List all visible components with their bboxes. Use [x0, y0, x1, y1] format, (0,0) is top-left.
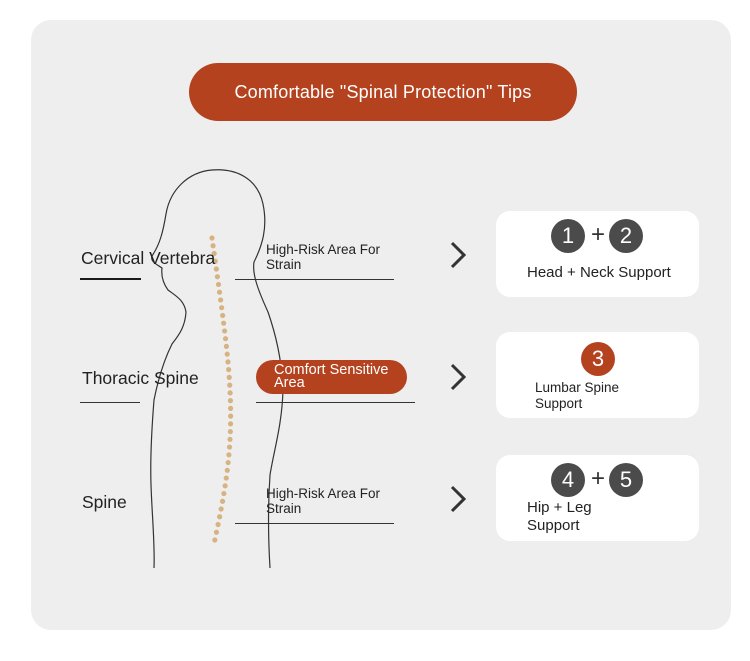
step-badge-2: 2: [609, 219, 643, 253]
note-line-lower: [235, 523, 394, 524]
chevron-right-icon: [450, 241, 467, 269]
step-badge-5: 5: [609, 463, 643, 497]
vertebra-dot: [227, 405, 234, 411]
vertebra-dot: [227, 436, 233, 442]
vertebra-dot: [228, 413, 234, 419]
vertebra-dot: [227, 421, 234, 427]
underline-thoracic: [80, 402, 140, 403]
note-high-risk-lower: High-Risk Area For Strain: [266, 486, 381, 516]
vertebra-dot: [216, 289, 223, 295]
vertebra-dot: [222, 328, 228, 334]
vertebra-dot: [213, 266, 219, 272]
label-thoracic-spine: Thoracic Spine: [82, 368, 199, 388]
vertebra-dot: [219, 498, 226, 504]
note-line-middle: [256, 402, 415, 403]
page-title: Comfortable "Spinal Protection" Tips: [234, 81, 532, 102]
vertebra-dot: [212, 258, 218, 264]
body-front-outline: [150, 169, 213, 569]
vertebra-dot: [223, 475, 229, 481]
vertebra-dot: [213, 529, 220, 535]
spine-vertebrae: [209, 235, 234, 543]
vertebra-dot: [220, 312, 226, 319]
comfort-sensitive-badge: Comfort Sensitive Area: [256, 360, 407, 394]
underline-cervical: [80, 278, 141, 280]
vertebra-dot: [218, 297, 224, 303]
title-banner: Comfortable "Spinal Protection" Tips: [189, 63, 577, 121]
vertebra-dot: [221, 320, 227, 326]
vertebra-dot: [215, 521, 221, 528]
vertebra-dot: [224, 467, 230, 473]
vertebra-dot: [215, 281, 222, 288]
vertebra-dot: [226, 367, 232, 373]
vertebra-dot: [224, 351, 230, 357]
vertebra-dot: [221, 490, 227, 497]
card-text-head-neck: Head + Neck Support: [527, 264, 671, 281]
label-cervical-vertebra: Cervical Vertebra: [81, 248, 216, 268]
vertebra-dot: [212, 537, 218, 543]
vertebra-dot: [218, 506, 224, 512]
note-high-risk-upper: High-Risk Area For Strain: [266, 242, 381, 272]
plus-sign: +: [591, 221, 606, 248]
vertebra-dot: [219, 305, 225, 311]
support-card-lumbar: 3 Lumbar Spine Support: [496, 332, 699, 418]
vertebra-dot: [225, 359, 231, 365]
vertebra-dot: [226, 444, 233, 450]
vertebra-dot: [226, 374, 232, 380]
body-back-outline: [211, 169, 284, 569]
vertebra-dot: [217, 514, 223, 520]
vertebra-dot: [222, 336, 229, 342]
support-card-hip-leg: 4 + 5 Hip + Leg Support: [496, 455, 699, 541]
chevron-right-icon: [450, 363, 467, 391]
label-spine: Spine: [82, 492, 127, 512]
vertebra-dot: [223, 343, 230, 350]
vertebra-dot: [214, 274, 221, 280]
note-comfort-sensitive: Comfort Sensitive Area: [274, 362, 389, 391]
vertebra-dot: [222, 483, 228, 489]
step-badge-3: 3: [581, 342, 615, 376]
vertebra-dot: [227, 382, 233, 388]
vertebra-dot: [211, 250, 217, 257]
note-line-upper: [235, 279, 394, 280]
support-card-head-neck: 1 + 2 Head + Neck Support: [496, 211, 699, 297]
vertebra-dot: [227, 390, 233, 396]
vertebra-dot: [226, 452, 232, 458]
vertebra-dot: [227, 398, 234, 404]
vertebra-dot: [209, 235, 215, 241]
plus-sign: +: [591, 465, 606, 492]
card-text-lumbar: Lumbar Spine Support: [535, 380, 620, 411]
vertebra-dot: [225, 459, 231, 466]
card-text-hip-leg: Hip + Leg Support: [527, 499, 592, 534]
step-badge-4: 4: [551, 463, 585, 497]
vertebra-dot: [210, 243, 216, 249]
chevron-right-icon: [450, 485, 467, 513]
vertebra-dot: [227, 428, 233, 435]
step-badge-1: 1: [551, 219, 585, 253]
